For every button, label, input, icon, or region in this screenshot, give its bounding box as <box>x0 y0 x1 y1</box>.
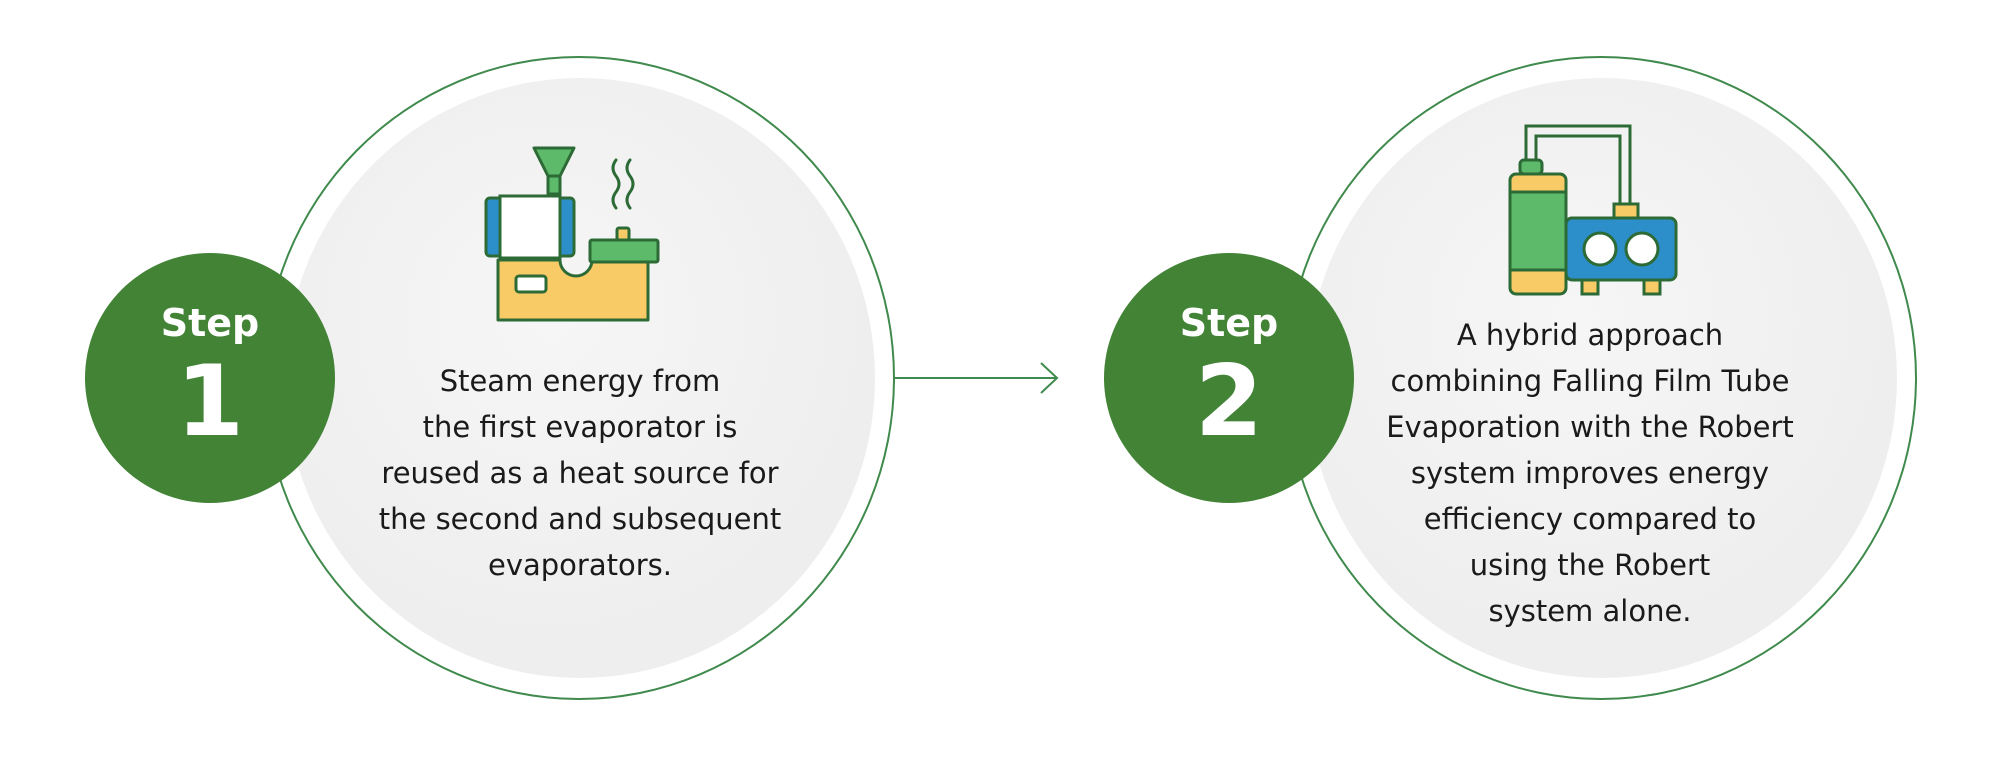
step-2-inner-disc <box>1307 78 1897 678</box>
step-1-badge: Step 1 <box>85 253 335 503</box>
step-1-number: 1 <box>175 345 245 459</box>
step-2-description: A hybrid approach combining Falling Film… <box>1386 318 1794 628</box>
step-2-badge: Step 2 <box>1104 253 1354 503</box>
connector-arrow <box>895 362 1059 394</box>
step-2-number: 2 <box>1194 345 1264 459</box>
step-1-inner-disc <box>285 78 875 678</box>
step-1-description: Steam energy from the first evaporator i… <box>378 364 782 582</box>
step-2-label: Step <box>1179 301 1279 345</box>
step-1-label: Step <box>160 301 260 345</box>
evaporator-machine-icon <box>484 146 660 322</box>
hybrid-evaporator-icon <box>1508 124 1678 296</box>
